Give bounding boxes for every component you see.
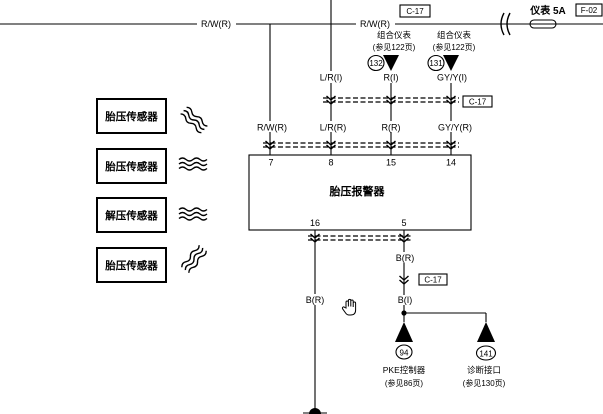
ground-icon: [303, 408, 327, 414]
sensor-box: [96, 98, 167, 134]
wireless-signal-icon: [178, 157, 208, 171]
sensor-label: 胎压传感器: [104, 110, 158, 123]
cluster-right-point-badge: [427, 54, 445, 72]
sensor-4: 胎压传感器: [96, 245, 207, 283]
top-wire-label-right: R/W(R): [360, 19, 390, 29]
module-pin-bottom-2: 5: [401, 218, 406, 228]
module-pin-top-3: 15: [386, 158, 396, 168]
cluster-right-name: 组合仪表: [437, 30, 472, 40]
sensor-label: 胎压传感器: [104, 259, 158, 272]
top-power-wire: R/W(R) R/W(R) C-17: [0, 4, 603, 36]
ground-wire-label: B(R): [306, 295, 325, 305]
module-pin-top-4: 14: [446, 158, 456, 168]
cluster-right-wire-label: GY/Y(I): [437, 73, 467, 83]
connector-chevron-icon: [326, 95, 336, 105]
module-wire-label-2: L/R(R): [320, 123, 347, 133]
pke-terminal-icon: [395, 322, 413, 342]
top-connector-label: C-17: [406, 7, 424, 16]
diagnostic-point: 141: [479, 350, 493, 359]
sensor-2: 胎压传感器: [96, 148, 208, 184]
sensor-box: [96, 197, 167, 233]
wireless-signal-icon: [180, 106, 208, 134]
inline-connector-mark-1: [500, 12, 505, 36]
cluster-left-ref: (参见122页): [373, 42, 416, 52]
pke-point: 94: [400, 349, 409, 358]
diagnostic-point-badge: [475, 345, 497, 361]
lower-connector-label: C-17: [424, 276, 442, 285]
pke-ref: (参见86页): [385, 378, 424, 388]
module-wire-label-1: R/W(R): [257, 123, 287, 133]
module-wire-label-4: GY/Y(R): [438, 123, 472, 133]
connector-chevron-icon: [446, 140, 456, 150]
pke-controller: 94 PKE控制器 (参见86页): [383, 322, 426, 388]
cluster-left-terminal-icon: [383, 55, 399, 71]
cluster-left: 组合仪表 (参见122页) 132: [367, 30, 416, 72]
pke-point-badge: [395, 344, 413, 360]
module-pin-top-1: 7: [268, 158, 273, 168]
connector-chevron-icon: [386, 95, 396, 105]
upper-connector-row: C-17: [323, 95, 493, 108]
top-connector-box: [399, 4, 431, 18]
lower-branch: B(R) C-17 B(I): [396, 230, 487, 322]
diagnostic-port: 141 诊断接口 (参见130页): [463, 322, 506, 388]
cluster-left-point: 132: [369, 59, 383, 68]
connector-chevron-icon: [399, 233, 409, 243]
connector-chevron-icon: [310, 233, 320, 243]
cluster-right-point: 131: [429, 59, 443, 68]
module-lower-connector-row: [308, 235, 411, 241]
ground-cap: [309, 408, 321, 414]
cluster-left-name: 组合仪表: [377, 30, 412, 40]
sensor-label: 胎压传感器: [104, 160, 158, 173]
connector-chevron-icon: [399, 275, 409, 285]
cluster-right-ref: (参见122页): [433, 42, 476, 52]
sensor-1: 胎压传感器: [96, 98, 208, 134]
upper-connector-box: [462, 95, 493, 108]
inline-connector-mark-2: [506, 12, 511, 36]
incoming-wire-label: L/R(I): [320, 73, 343, 83]
hand-cursor-icon: [341, 298, 357, 316]
wireless-signal-icon: [178, 207, 208, 221]
lower-branch-wire-lower-label: B(I): [398, 295, 413, 305]
fuse-connector-box: [575, 3, 603, 17]
connector-chevron-icon: [265, 140, 275, 150]
sensor-box: [96, 148, 167, 184]
connector-chevron-icon: [326, 140, 336, 150]
lower-branch-wire-upper-label: B(R): [396, 253, 415, 263]
cluster-left-point-badge: [367, 54, 385, 72]
top-connector-tag: C-17: [399, 4, 431, 18]
pke-name: PKE控制器: [383, 365, 426, 375]
cluster-right-terminal-icon: [443, 55, 459, 71]
module-connector-row: [263, 140, 459, 150]
diagnostic-ref: (参见130页): [463, 378, 506, 388]
diagnostic-name: 诊断接口: [467, 365, 501, 375]
connector-chevron-icon: [446, 95, 456, 105]
module-box: [248, 154, 472, 231]
module-wire-label-3: R(R): [382, 123, 401, 133]
module-pin-top-2: 8: [328, 158, 333, 168]
tire-pressure-alarm-module: 7 8 15 14 胎压报警器 16 5: [248, 154, 472, 231]
cluster-left-wire-label: R(I): [384, 73, 399, 83]
sensor-list: 胎压传感器 胎压传感器 解压传感器: [96, 98, 208, 283]
top-wire-label-left: R/W(R): [201, 19, 231, 29]
upper-connector-label: C-17: [469, 98, 487, 107]
module-pin-bottom-1: 16: [310, 218, 320, 228]
cluster-right: 组合仪表 (参见122页) 131: [427, 30, 476, 72]
fuse-icon: [529, 19, 557, 29]
lower-connector-box: [418, 273, 448, 286]
wireless-signal-icon: [181, 245, 207, 273]
diagnostic-terminal-icon: [477, 322, 495, 342]
fuse-group: 仪表 5A F-02: [529, 3, 603, 29]
fuse-label: 仪表 5A: [529, 4, 566, 17]
sensor-3: 解压传感器: [96, 197, 208, 233]
sensor-box: [96, 247, 167, 283]
connector-chevron-icon: [386, 140, 396, 150]
module-title: 胎压报警器: [329, 184, 386, 198]
sensor-label: 解压传感器: [104, 209, 158, 222]
fuse-connector-label: F-02: [581, 6, 598, 15]
ground-wire: B(R): [303, 230, 327, 414]
connector-chevron-icon: [500, 12, 511, 36]
